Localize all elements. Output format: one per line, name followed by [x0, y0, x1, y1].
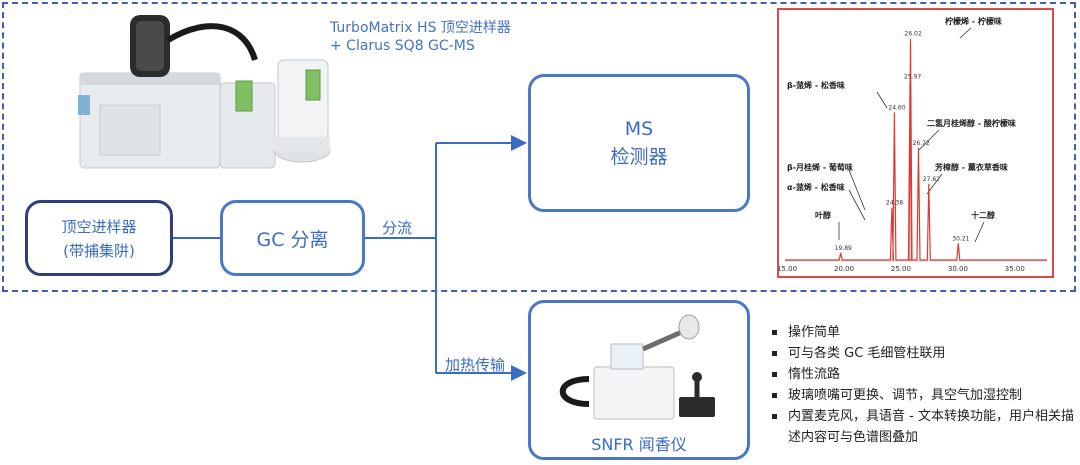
x-tick-label: 35.00 [1005, 265, 1025, 273]
feature-item: 玻璃喷嘴可更换、调节，具空气加湿控制 [770, 385, 1080, 406]
peak-rt-label: 19.89 [835, 245, 852, 252]
chromatogram-plot: 19.89 24.38 24.60 25.97 26.02 26.72 27.62 30.21… [779, 27, 1047, 273]
annotation-alpha-pinene: α-蒎烯 - 松香味 [787, 183, 845, 192]
peak-rt-label: 25.97 [904, 74, 921, 81]
annotation-beta-pinene: β-蒎烯 - 松香味 [787, 81, 845, 90]
feature-list: 操作简单 可与各类 GC 毛细管柱联用 惰性流路 玻璃喷嘴可更换、调节，具空气加… [770, 322, 1080, 448]
annotation-limonene: 柠檬烯 - 柠檬味 [945, 17, 1002, 26]
x-tick-label: 25.00 [891, 265, 911, 273]
gc-separation-box: GC 分离 [220, 200, 365, 276]
annotation-arrow [848, 189, 866, 221]
gc-ms-dashed-boundary [2, 2, 1076, 292]
snfr-instrument-image [559, 314, 715, 420]
peak-rt-label: 24.60 [888, 104, 905, 111]
snfr-label: SNFR 闻香仪 [591, 435, 687, 454]
peak-rt-label: 26.02 [905, 31, 922, 38]
split-label: 分流 [382, 219, 413, 237]
peak-rt-label: 30.21 [952, 235, 969, 242]
gc-ms-instrument-image [78, 15, 331, 169]
x-tick-label: 20.00 [834, 265, 854, 273]
gc-box-label: GC 分离 [256, 228, 329, 251]
headspace-box-line1: 顶空进样器 [61, 217, 137, 236]
feature-item: 操作简单 [770, 322, 1080, 343]
feature-item: 内置麦克风，具语音 - 文本转换功能，用户相关描述内容可与色谱图叠加 [770, 406, 1080, 448]
chromatogram-chart: 19.89 24.38 24.60 25.97 26.02 26.72 27.62 30.21… [777, 8, 1054, 278]
headspace-box-line2: (带捕集阱) [63, 241, 135, 260]
annotation-arrow [876, 91, 888, 109]
snfr-olfactometer-box: SNFR 闻香仪 [528, 300, 750, 460]
heat-transfer-label: 加热传输 [445, 356, 506, 374]
ms-box-line2: 检测器 [610, 145, 668, 168]
annotation-dihydromyrcenol: 二氢月桂烯醇 - 酸柠檬味 [927, 119, 1016, 128]
annotation-arrow [974, 221, 985, 243]
peak-rt-label: 27.62 [923, 176, 940, 183]
annotation-arrow [918, 129, 940, 151]
annotation-beta-myrcene: β-月桂烯 - 葡萄味 [787, 163, 853, 172]
chromatogram-trace [785, 38, 1047, 261]
annotation-arrow [848, 169, 866, 211]
headspace-sampler-box: 顶空进样器 (带捕集阱) [25, 200, 173, 276]
annotation-linalool: 芳樟醇 - 薰衣草香味 [935, 163, 1008, 172]
ms-box-line1: MS [624, 117, 654, 140]
annotation-arrow [959, 27, 972, 39]
x-tick-label: 30.00 [948, 265, 968, 273]
feature-item: 可与各类 GC 毛细管柱联用 [770, 343, 1080, 364]
annotation-leaf-alcohol: 叶醇 [815, 211, 831, 220]
x-tick-label: 15.00 [779, 265, 797, 273]
peak-rt-label: 26.72 [913, 140, 930, 147]
annotation-dodecanol: 十二醇 [971, 211, 995, 220]
instrument-title-line1: TurboMatrix HS 顶空进样器 [330, 20, 511, 36]
ms-detector-box: MS 检测器 [528, 74, 750, 212]
feature-item: 惰性流路 [770, 364, 1080, 385]
instrument-title-line2: + Clarus SQ8 GC-MS [330, 38, 475, 54]
peak-rt-label: 24.38 [886, 200, 903, 207]
